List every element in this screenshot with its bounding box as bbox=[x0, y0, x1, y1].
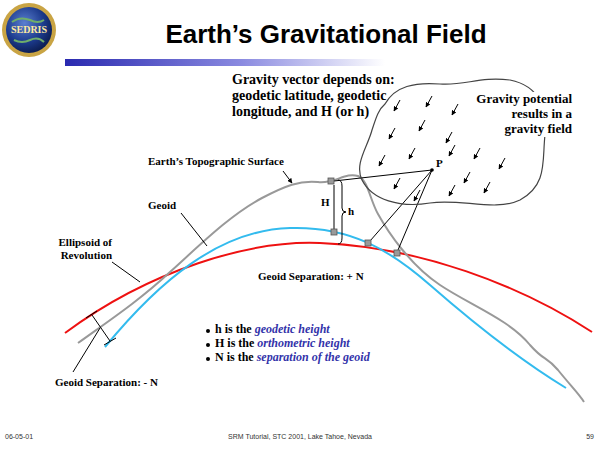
field-arrow bbox=[464, 172, 470, 183]
height-label: h bbox=[348, 205, 354, 218]
field-arrow bbox=[426, 96, 432, 107]
field-arrow bbox=[449, 185, 455, 196]
point-marker bbox=[394, 250, 400, 256]
cloud-heading: Gravity potential results in a gravity f… bbox=[470, 92, 574, 137]
orthometric-line bbox=[334, 185, 335, 229]
topographic-curve bbox=[78, 175, 584, 402]
leader-line bbox=[112, 262, 140, 282]
point-marker bbox=[365, 240, 371, 246]
term-text: geodetic height bbox=[255, 323, 330, 337]
surface-label: Earth’s Topographic Surface bbox=[148, 155, 284, 168]
field-cloud: Gravity potential results in a gravity f… bbox=[350, 70, 576, 215]
field-arrow bbox=[409, 148, 415, 159]
page-number: 59 bbox=[586, 433, 594, 441]
geoid-curve bbox=[105, 228, 566, 388]
leader-line bbox=[334, 170, 432, 181]
separation-label: Geoid Separation: - N bbox=[55, 376, 158, 389]
bullet-text: h is the bbox=[215, 323, 252, 337]
leader-line bbox=[398, 170, 432, 250]
logo-land bbox=[12, 18, 44, 22]
ellipsoid-curve bbox=[65, 243, 592, 333]
footer-date: 06-05-01 bbox=[5, 433, 33, 441]
field-arrow bbox=[394, 178, 400, 189]
leader-line bbox=[73, 328, 100, 372]
field-arrow bbox=[394, 100, 400, 111]
bullet bbox=[206, 343, 210, 347]
bullet-text: N is the bbox=[215, 351, 254, 365]
bullet bbox=[206, 329, 210, 333]
title-bar bbox=[65, 59, 385, 66]
slide-title: Earth’s Gravitational Field bbox=[165, 20, 486, 50]
logo-text: SEDRIS bbox=[11, 24, 47, 36]
term-text: orthometric height bbox=[257, 337, 349, 351]
separation-label: Geoid Separation: + N bbox=[258, 270, 364, 283]
field-arrow bbox=[389, 128, 395, 139]
field-arrow bbox=[414, 190, 420, 201]
surface-label: Geoid bbox=[148, 199, 176, 212]
bullet-text: H is the bbox=[215, 337, 254, 351]
point-marker bbox=[328, 178, 334, 184]
point-p bbox=[430, 168, 434, 172]
logo-land bbox=[14, 38, 44, 42]
field-arrow bbox=[446, 132, 452, 143]
field-arrow bbox=[419, 120, 425, 131]
separation-tick bbox=[104, 338, 116, 345]
spacer-line bbox=[262, 247, 336, 268]
field-arrow bbox=[452, 104, 458, 115]
bullet bbox=[206, 357, 210, 361]
footer-text: SRM Tutorial, STC 2001, Lake Tahoe, Neva… bbox=[228, 433, 372, 441]
logo-globe bbox=[6, 7, 52, 53]
field-arrow bbox=[499, 158, 505, 169]
field-arrow bbox=[449, 145, 455, 156]
field-arrow bbox=[474, 148, 480, 159]
leader-line bbox=[283, 171, 292, 183]
logo-ring bbox=[2, 3, 56, 57]
leader-line bbox=[370, 170, 432, 241]
field-arrow bbox=[379, 155, 385, 166]
separation-tick bbox=[86, 311, 97, 318]
point-marker bbox=[331, 229, 337, 235]
height-brace bbox=[338, 180, 346, 244]
note-text: Gravity vector depends on: geodetic lati… bbox=[232, 72, 400, 120]
point-label: P bbox=[436, 157, 443, 170]
leader-line bbox=[181, 213, 207, 246]
surface-label: Ellipsoid of Revolution bbox=[36, 236, 112, 261]
height-label: H bbox=[321, 196, 330, 209]
field-arrow bbox=[484, 182, 490, 193]
term-text: separation of the geoid bbox=[257, 351, 370, 365]
